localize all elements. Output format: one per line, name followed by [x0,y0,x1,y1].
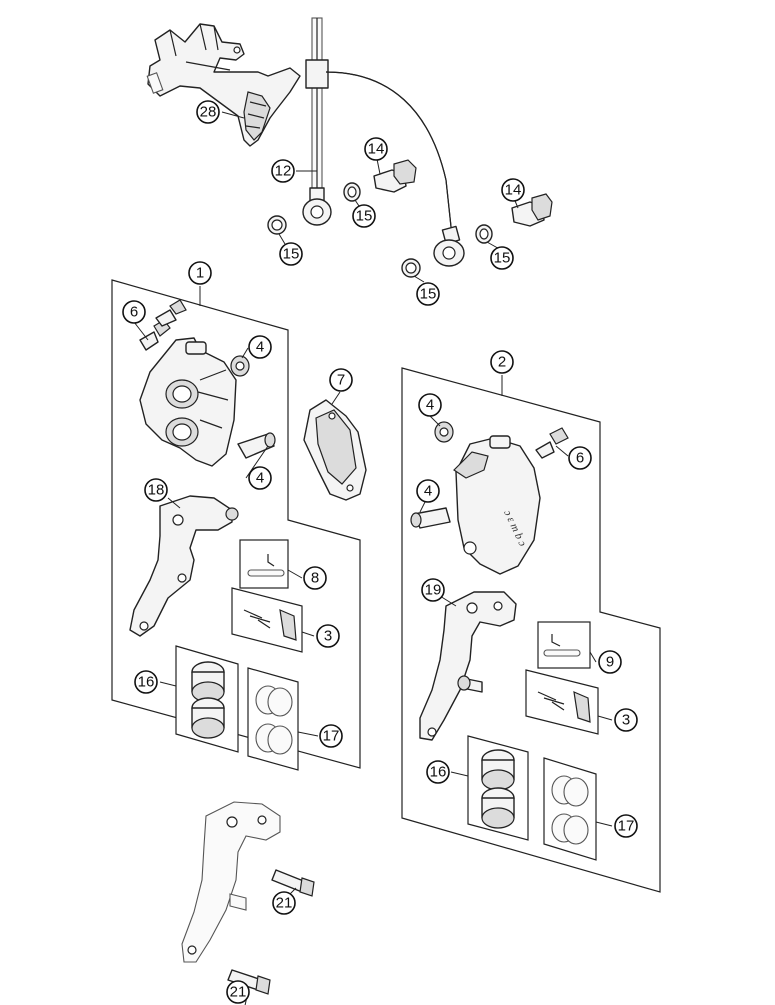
svg-text:12: 12 [275,163,292,180]
svg-text:8: 8 [311,570,319,587]
callout-8: 8 [303,566,327,590]
svg-text:17: 17 [323,728,340,745]
banjo-bolts-14 [373,159,553,227]
bleeder-valves-6-left [139,299,187,351]
callout-14-a: 14 [364,137,388,161]
caliper-right: ɔ ɛ m b ɔ [453,435,541,575]
callout-21-a: 21 [272,891,296,915]
callout-15-b: 15 [279,242,303,266]
callout-12: 12 [271,159,295,183]
callout-4-b: 4 [248,466,272,490]
callout-18: 18 [144,478,168,502]
callout-4-a: 4 [248,335,272,359]
callout-28: 28 [196,100,220,124]
svg-text:3: 3 [622,712,630,729]
bleeder-valves-6-right [535,427,569,459]
assembly-panel-2 [401,367,661,893]
callout-3-b: 3 [614,708,638,732]
caliper-left [139,337,237,467]
svg-text:15: 15 [283,246,300,263]
kit-box-3-right [525,669,599,735]
svg-text:19: 19 [425,582,442,599]
svg-text:14: 14 [505,182,522,199]
brake-pads-7 [303,399,367,501]
callout-16-b: 16 [426,760,450,784]
kit-box-8 [239,539,289,589]
svg-text:7: 7 [337,372,345,389]
svg-text:4: 4 [256,339,264,356]
svg-text:21: 21 [276,895,293,912]
svg-text:3: 3 [324,628,332,645]
callout-6-b: 6 [568,446,592,470]
svg-text:21: 21 [230,984,247,1001]
svg-text:9: 9 [606,654,614,671]
callout-21-b: 21 [226,980,250,1004]
callout-9: 9 [598,650,622,674]
callout-6-a: 6 [122,300,146,324]
callout-4-c: 4 [418,393,442,417]
callout-3-a: 3 [316,624,340,648]
svg-text:15: 15 [356,208,373,225]
callout-17-a: 17 [319,724,343,748]
svg-text:15: 15 [420,286,437,303]
svg-text:6: 6 [576,450,584,467]
callout-4-d: 4 [416,479,440,503]
svg-text:18: 18 [148,482,165,499]
svg-text:6: 6 [130,304,138,321]
brake-lines-12 [302,17,465,267]
piston-kit-16-right [467,735,529,841]
callout-15-a: 15 [352,204,376,228]
svg-text:16: 16 [430,764,447,781]
svg-text:14: 14 [368,141,385,158]
sealing-washers-15 [267,182,493,278]
callout-2: 2 [490,350,514,374]
callout-1: 1 [188,261,212,285]
svg-text:4: 4 [426,397,434,414]
seal-kit-17-right [543,757,597,861]
seal-kit-17-left [247,667,299,771]
callout-17-b: 17 [614,814,638,838]
bolts-21 [227,869,315,995]
pins-4-left [230,355,276,459]
kit-box-9 [537,621,591,669]
svg-text:28: 28 [200,104,217,121]
svg-text:17: 17 [618,818,635,835]
support-bracket-18 [129,495,239,637]
piston-kit-16-left [175,645,239,753]
callout-15-c: 15 [490,246,514,270]
callout-7: 7 [329,368,353,392]
callout-16-a: 16 [134,670,158,694]
support-bracket-bottom [181,801,281,963]
svg-text:16: 16 [138,674,155,691]
svg-text:1: 1 [196,265,204,282]
pins-4-right [410,421,454,529]
svg-text:4: 4 [424,483,432,500]
callout-14-b: 14 [501,178,525,202]
kit-box-3-left [231,587,303,653]
callout-19: 19 [421,578,445,602]
svg-text:15: 15 [494,250,511,267]
svg-text:4: 4 [256,470,264,487]
support-bracket-19 [419,591,517,741]
callout-15-d: 15 [416,282,440,306]
caliper-bracket-28 [146,23,301,147]
svg-text:2: 2 [498,354,506,371]
